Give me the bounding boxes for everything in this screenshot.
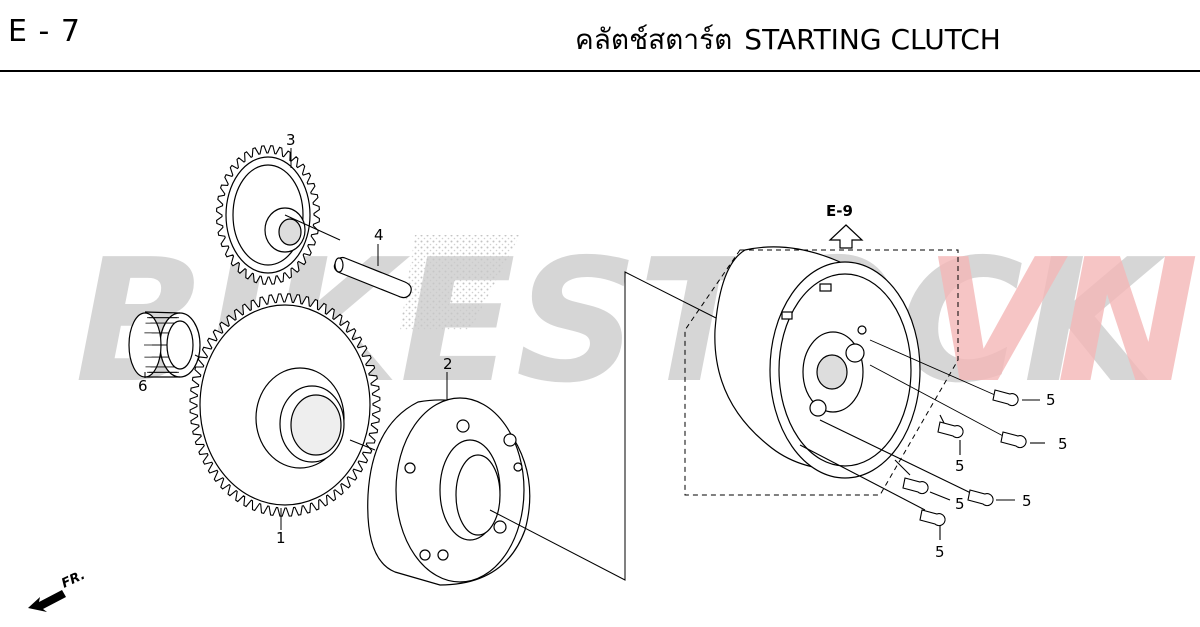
bolt-f	[799, 444, 946, 540]
gear-part-1	[189, 293, 381, 517]
watermark-accent: VN	[925, 223, 1199, 421]
assembly-dashed-box	[684, 249, 959, 496]
callout-5f: 5	[935, 543, 945, 561]
page-header: E - 7 คลัตช์สตาร์ต STARTING CLUTCH	[0, 0, 1200, 72]
header-rule	[0, 70, 1200, 72]
front-direction-indicator: FR.	[28, 568, 88, 612]
callout-5a: 5	[1046, 391, 1056, 409]
arrow-icon	[28, 590, 66, 612]
pin-part-4	[333, 256, 412, 299]
callout-1: 1	[276, 529, 286, 547]
callout-5c: 5	[955, 457, 965, 475]
title-english: STARTING CLUTCH	[744, 23, 1001, 56]
callout-5b: 5	[1058, 435, 1068, 453]
callout-4: 4	[374, 226, 384, 244]
bolt-a	[869, 339, 1040, 407]
bolts	[799, 339, 1045, 540]
bolt-d	[819, 419, 1015, 507]
title-thai: คลัตช์สตาร์ต	[575, 23, 733, 56]
page-code: E - 7	[8, 14, 81, 49]
reference-arrow: E-9	[826, 202, 864, 249]
flywheel-rotor	[714, 246, 921, 479]
bolt-e	[894, 459, 951, 501]
bolt-c	[937, 414, 964, 455]
callout-5d: 5	[1022, 492, 1032, 510]
clutch-holes	[404, 419, 523, 561]
callouts: 3 4 6 2 1 5 5 5 5 5 5	[138, 131, 1068, 561]
one-way-clutch-part-2	[367, 397, 531, 586]
gear-part-3	[216, 145, 320, 285]
front-label: FR.	[59, 568, 87, 592]
callout-3: 3	[286, 131, 296, 149]
leader-lines	[284, 214, 721, 581]
reference-label: E-9	[826, 202, 853, 220]
callout-5e: 5	[955, 495, 965, 513]
bolt-b	[869, 364, 1045, 449]
page-title: คลัตช์สตาร์ต STARTING CLUTCH	[575, 18, 1001, 62]
callout-2: 2	[443, 355, 453, 373]
callout-6: 6	[138, 377, 148, 395]
needle-bearing-part-6	[128, 311, 201, 378]
